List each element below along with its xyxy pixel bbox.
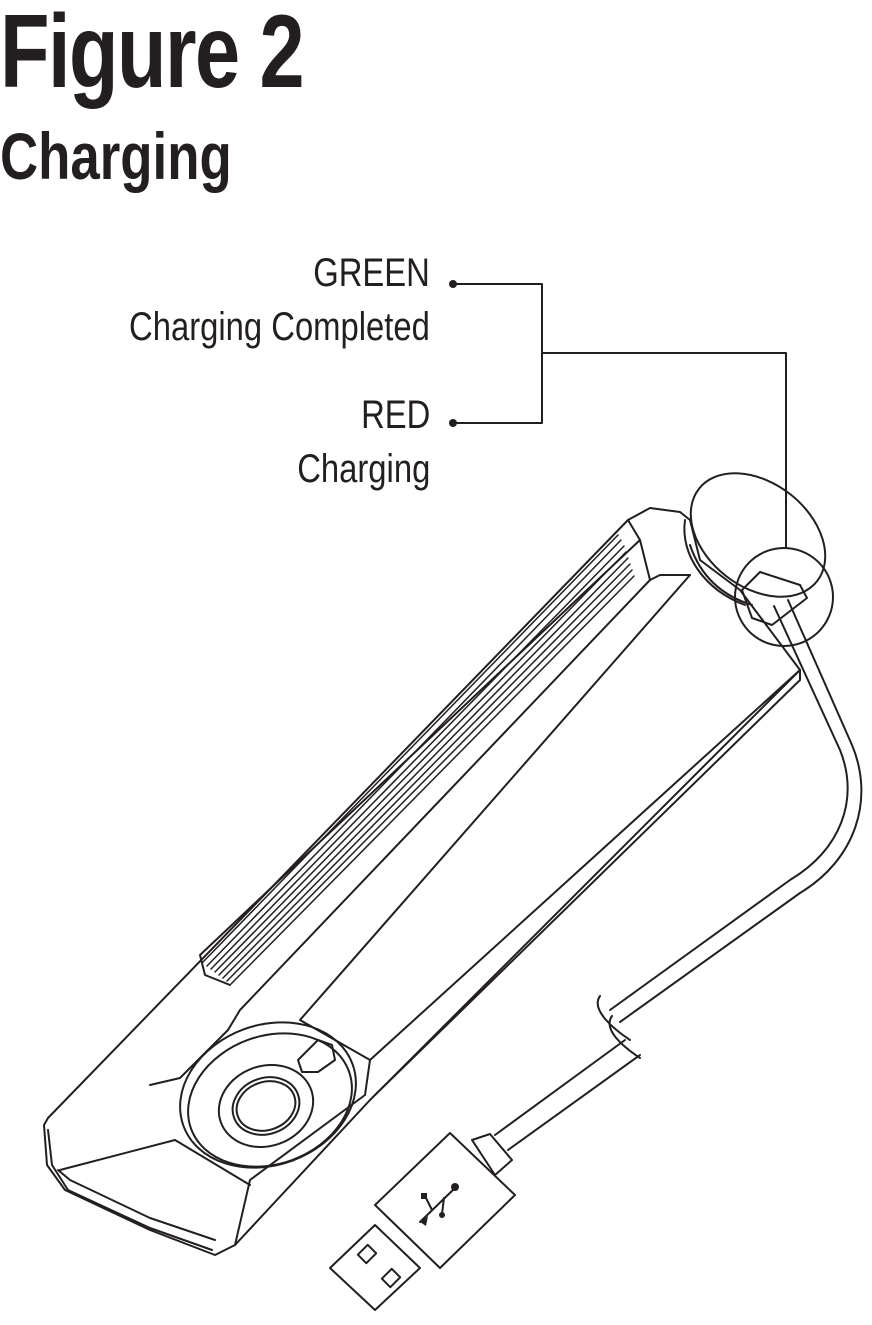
cable-outer xyxy=(610,606,848,1010)
usb-housing xyxy=(375,1133,515,1268)
cable-lower-outer xyxy=(495,1040,625,1135)
leader-line-to-led xyxy=(542,353,786,548)
device-bevel-inner xyxy=(58,1170,215,1240)
power-button-cap-inner xyxy=(230,1073,303,1139)
usb-connector xyxy=(330,1225,420,1310)
puck-top xyxy=(667,448,849,622)
device-body xyxy=(44,508,800,1255)
power-button-notch xyxy=(298,1040,335,1072)
usb-icon xyxy=(420,1183,459,1226)
usb-connector-hole-2 xyxy=(382,1269,400,1287)
power-button-cap-outer xyxy=(207,1052,325,1160)
grip-ribs xyxy=(203,535,634,984)
device-front-edge xyxy=(235,1060,370,1245)
power-button-ring-inner xyxy=(169,1011,371,1189)
charging-puck xyxy=(667,448,849,622)
device-lower-ridge xyxy=(228,580,650,1030)
usb-connector-hole-1 xyxy=(358,1245,376,1263)
cable-inner xyxy=(620,600,861,1022)
device-top-edge xyxy=(628,520,690,580)
power-button xyxy=(159,998,376,1191)
leader-bracket xyxy=(453,284,542,423)
charging-cable xyxy=(495,600,861,1150)
usb-strain-relief xyxy=(472,1134,512,1175)
device-face-panel xyxy=(300,575,800,1060)
cable-lower-inner xyxy=(508,1055,640,1150)
power-button-ring-outer xyxy=(159,998,376,1191)
usb-plug xyxy=(330,1133,515,1310)
callout-leader-lines xyxy=(449,280,786,548)
led-indicator xyxy=(742,572,807,625)
